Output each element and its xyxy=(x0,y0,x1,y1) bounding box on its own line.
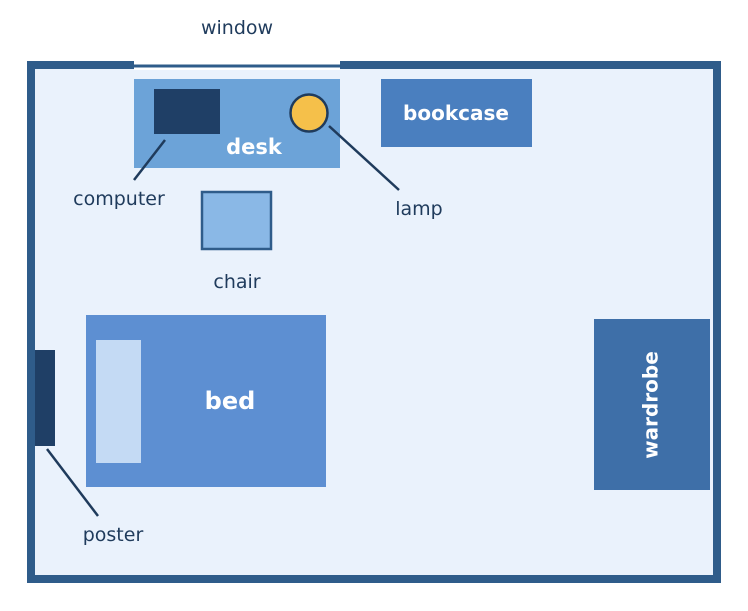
chair-label: chair xyxy=(213,271,260,293)
bookcase-label: bookcase xyxy=(403,101,509,125)
computer-icon xyxy=(154,89,220,134)
desk-label: desk xyxy=(226,135,283,159)
lamp-leader xyxy=(328,125,400,191)
lamp-icon xyxy=(289,93,329,133)
lamp-label: lamp xyxy=(395,198,443,220)
pillow xyxy=(96,340,141,463)
poster-label: poster xyxy=(83,524,144,546)
poster xyxy=(35,350,55,446)
bookcase xyxy=(381,79,532,147)
bed-label: bed xyxy=(205,387,256,415)
computer-label: computer xyxy=(73,188,165,210)
computer-leader xyxy=(133,139,166,181)
chair xyxy=(200,190,273,251)
poster-leader xyxy=(46,448,99,517)
wardrobe xyxy=(594,319,710,490)
wardrobe-label: wardrobe xyxy=(639,351,663,459)
window-label: window xyxy=(201,17,273,39)
